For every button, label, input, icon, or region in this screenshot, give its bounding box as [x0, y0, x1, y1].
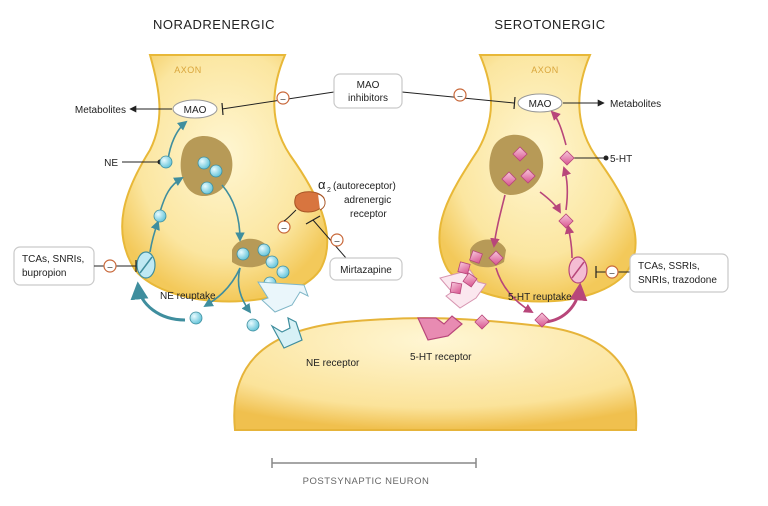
ht-molecule [462, 272, 478, 288]
inhibit-marker-right-drugs [605, 265, 619, 279]
right-drugs-box [629, 253, 729, 293]
ht-molecule [469, 250, 483, 264]
ht-molecule [449, 281, 463, 295]
ht-molecule [512, 146, 528, 162]
ht-molecules [449, 146, 575, 330]
ne-arrow-right-down [203, 267, 241, 307]
ne-arrow-big-reuptake [130, 281, 186, 322]
postsynaptic-label: POSTSYNAPTIC NEURON [303, 476, 430, 487]
autoreceptor-line1: (autoreceptor) [333, 181, 396, 192]
ht-arrow-release [495, 267, 534, 313]
ne-arrow-reuptake-up [149, 220, 160, 253]
axon-label-left: AXON [174, 65, 202, 75]
ht-molecule [501, 171, 517, 187]
ne-molecule [159, 155, 173, 169]
ne-label: NE [104, 158, 118, 169]
mao-right-ellipse [517, 93, 563, 113]
ne-molecule [189, 311, 203, 325]
mirtazapine-tbar [305, 215, 321, 225]
left-drugs-line2: bupropion [22, 268, 66, 279]
ne-arrow-to-vesicle [159, 177, 184, 213]
ne-molecule [209, 164, 223, 178]
ht-reuptake-transporter [568, 256, 588, 284]
ht-arrow-to-vesicle [561, 166, 571, 211]
mao-right-label: MAO [529, 99, 552, 110]
ht-molecule [559, 150, 575, 166]
serotonergic-header: SEROTONERGIC [494, 17, 605, 32]
mao-left-label: MAO [184, 105, 207, 116]
inhibit-symbol: – [334, 236, 339, 246]
ne-release-burst [257, 281, 309, 313]
ht-pointer-dot [603, 155, 609, 161]
inhibit-symbol: – [457, 91, 462, 101]
ne-molecule [257, 243, 271, 257]
inhibit-symbol: – [281, 223, 286, 233]
alpha2-to-neuron-tbar [283, 209, 297, 222]
ht-arrow-to-mao [550, 110, 567, 146]
inhibit-marker-mao-right [453, 88, 467, 102]
alpha2-symbol: α [318, 177, 326, 192]
ht-receptor-label: 5-HT receptor [410, 352, 472, 363]
ne-molecule [265, 255, 279, 269]
axon-label-right: AXON [531, 65, 559, 75]
ne-reuptake-label: NE reuptake [160, 291, 216, 302]
ht-arrow-upper [539, 191, 561, 214]
mirtazapine-box [329, 257, 403, 281]
inhibit-symbol: – [107, 262, 112, 272]
right-drugs-line1: TCAs, SSRIs, [638, 261, 700, 272]
alpha2-receptor-notch [317, 193, 326, 211]
mao-inhibitor-tbar-left [221, 102, 224, 116]
right-drugs-line2: SNRIs, trazodone [638, 275, 717, 286]
autoreceptor-line3: receptor [350, 209, 387, 220]
mirtazapine-label: Mirtazapine [340, 265, 392, 276]
left-drugs-box [13, 246, 95, 286]
ne-receptor [270, 316, 303, 349]
ne-arrow-vesicle-down [221, 184, 245, 242]
ne-molecule [200, 181, 214, 195]
alpha2-subscript: 2 [327, 187, 331, 194]
ht-arrow-vesicle-down [490, 194, 506, 248]
autoreceptor-line2: adrenergic [344, 195, 391, 206]
ht-reuptake-label: 5-HT reuptake [508, 292, 572, 303]
noradrenergic-header: NORADRENERGIC [153, 17, 275, 32]
ne-molecule [246, 318, 260, 332]
ne-receptor-label: NE receptor [306, 358, 360, 369]
mao-inhibitors-line1: MAO [357, 80, 380, 91]
mao-inhibitor-tbar-right [513, 96, 516, 110]
inhibit-symbol: – [609, 268, 614, 278]
ne-arrow-release [237, 267, 252, 314]
ht-arrow-reuptake-up [564, 224, 575, 259]
ne-molecule [153, 209, 167, 223]
ht-molecule [558, 213, 574, 229]
ne-molecule [236, 247, 250, 261]
ht-molecule [457, 261, 471, 275]
ht-molecule [534, 312, 550, 328]
ne-molecule [276, 265, 290, 279]
ne-molecule [197, 156, 211, 170]
mao-inhibitors-box [333, 73, 403, 109]
mirtazapine-inhibit-line [312, 219, 347, 259]
inhibit-marker-left-drugs [103, 259, 117, 273]
ht-label: 5-HT [610, 154, 632, 165]
metabolites-right-label: Metabolites [610, 99, 661, 110]
inhibit-marker-mao-left [276, 91, 290, 105]
postsynaptic-neuron [233, 317, 638, 431]
ne-reuptake-transporter [136, 251, 156, 279]
left-drugs-line1: TCAs, SNRIs, [22, 254, 84, 265]
ht-receptor [417, 315, 463, 341]
mao-inhibitors-line2: inhibitors [348, 93, 388, 104]
inhibit-symbol: – [280, 94, 285, 104]
metabolites-left-label: Metabolites [75, 105, 126, 116]
ht-arrow-big-reuptake [544, 282, 588, 324]
ht-molecule [488, 250, 504, 266]
mao-left-ellipse [172, 99, 218, 119]
ht-molecule [520, 168, 536, 184]
inhibit-marker-mirtazapine [330, 233, 344, 247]
ht-molecule [474, 314, 490, 330]
